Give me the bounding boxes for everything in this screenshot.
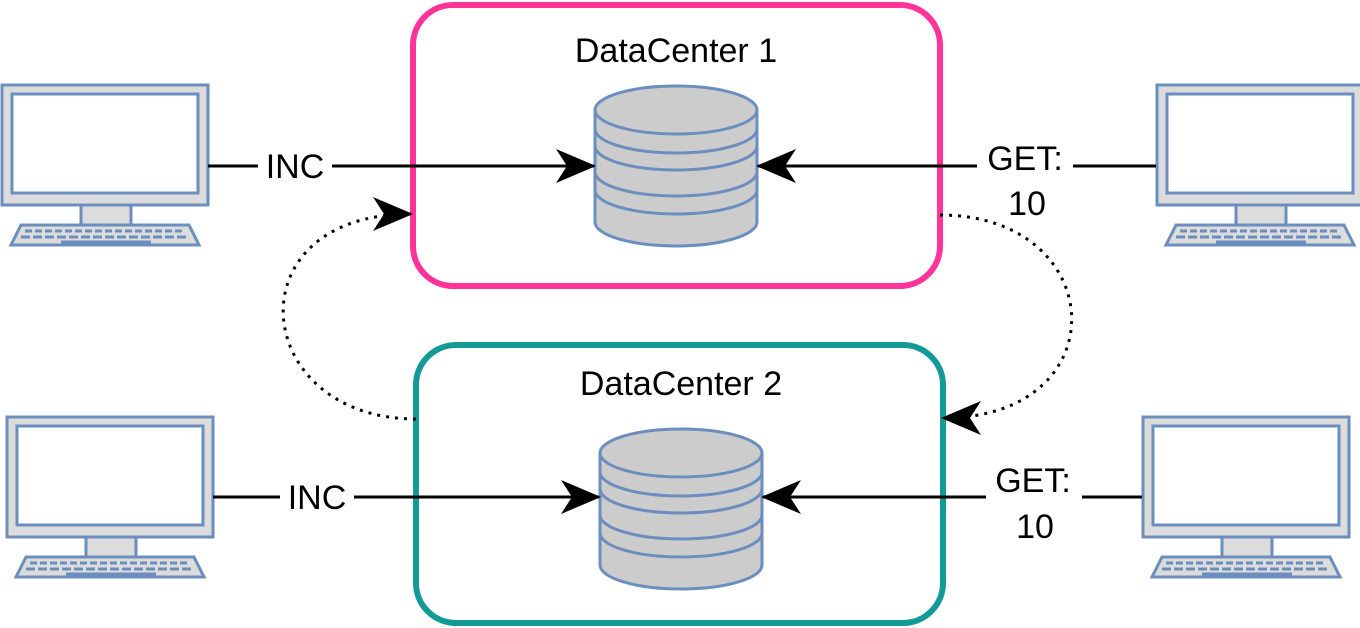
computer-monitor-icon — [5, 415, 215, 579]
dc2-get-label: GET: — [995, 462, 1071, 500]
computer-monitor-icon — [0, 83, 210, 247]
replication-arrow-dc1-to-dc2 — [939, 213, 1074, 435]
database-cylinder-icon — [598, 427, 764, 591]
dc2-inc-label: INC — [288, 479, 347, 517]
dc1-get-value: 10 — [1008, 185, 1046, 223]
datacenter-2-label: DataCenter 2 — [580, 365, 782, 403]
dc1-inc-label: INC — [266, 148, 325, 186]
computer-monitor-icon — [1155, 83, 1360, 247]
replication-arrow-dc2-to-dc1 — [281, 197, 417, 421]
dc2-get-value: 10 — [1016, 508, 1054, 546]
database-cylinder-icon — [593, 84, 759, 248]
computer-monitor-icon — [1141, 415, 1351, 579]
dc1-get-label: GET: — [987, 140, 1063, 178]
datacenter-1-label: DataCenter 1 — [575, 32, 777, 70]
